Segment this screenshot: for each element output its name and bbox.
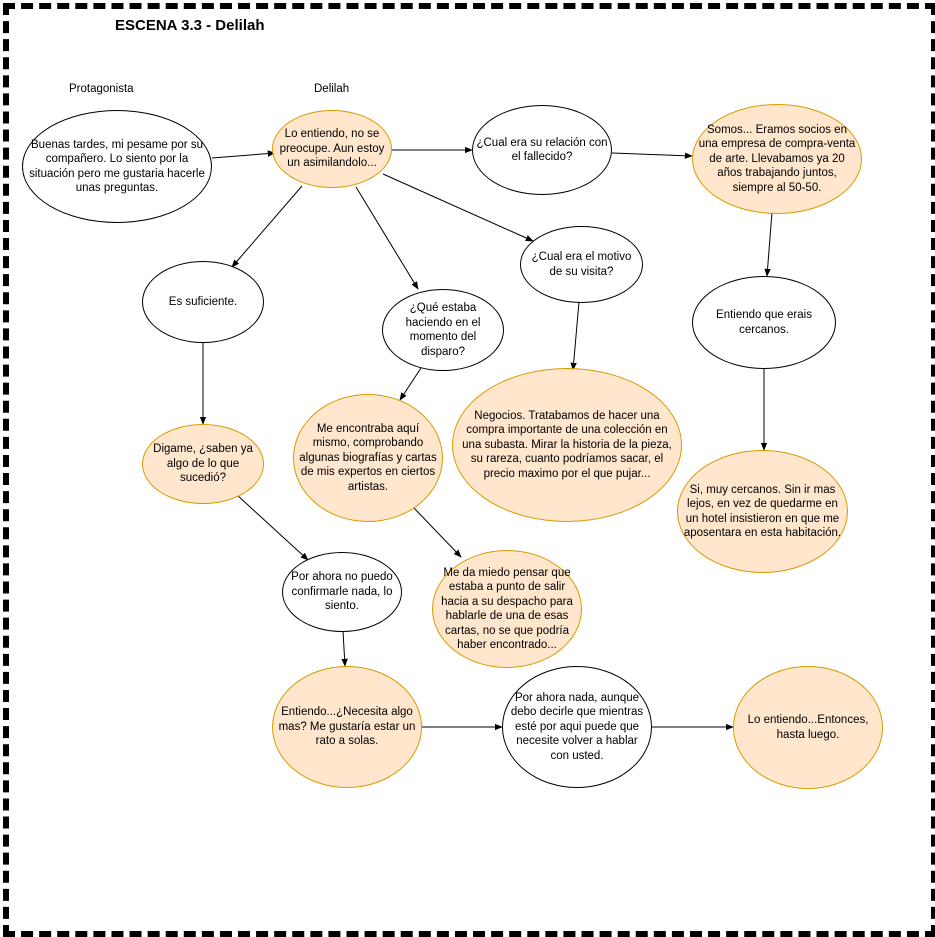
node-text: ¿Qué estaba haciendo en el momento del d… bbox=[405, 302, 481, 358]
edge-reply-to-visit-question bbox=[382, 173, 534, 242]
node-text: Entiendo que erais cercanos. bbox=[716, 309, 812, 336]
node-enough: Es suficiente. bbox=[142, 261, 264, 343]
node-goodbye: Lo entiendo...Entonces, hasta luego. bbox=[733, 666, 883, 789]
node-cannot-confirm: Por ahora no puedo confirmarle nada, lo … bbox=[282, 552, 402, 632]
node-nothing-for-now: Por ahora nada, aunque debo decirle que … bbox=[502, 666, 652, 788]
edge-visit-question-to-business bbox=[570, 301, 580, 371]
node-text: Por ahora nada, aunque debo decirle que … bbox=[510, 691, 644, 762]
edge-greeting-to-delilah-reply bbox=[211, 150, 276, 159]
edge-cannot-confirm-to-need-more bbox=[341, 630, 348, 667]
node-shot-question: ¿Qué estaba haciendo en el momento del d… bbox=[382, 289, 504, 371]
edge-relation-question-to-partners-answer bbox=[611, 152, 693, 159]
node-text: Si, muy cercanos. Sin ir mas lejos, en v… bbox=[683, 483, 842, 540]
edge-shot-question-to-checking-letters bbox=[399, 367, 422, 401]
protagonist-column-label: Protagonista bbox=[69, 83, 134, 95]
edge-ask-news-to-cannot-confirm bbox=[236, 494, 309, 561]
node-ask-news: Digame, ¿saben ya algo de lo que sucedió… bbox=[142, 424, 264, 504]
node-text: Por ahora no puedo confirmarle nada, lo … bbox=[291, 571, 393, 613]
node-partners-answer: Somos... Eramos socios en una empresa de… bbox=[692, 104, 862, 214]
node-text: Lo entiendo, no se preocupe. Aun estoy u… bbox=[279, 128, 385, 170]
node-text: Buenas tardes, mi pesame por su compañer… bbox=[29, 138, 205, 195]
node-need-more: Entiendo...¿Necesita algo mas? Me gustar… bbox=[272, 666, 422, 788]
node-business: Negocios. Tratabamos de hacer una compra… bbox=[452, 368, 682, 522]
diagram-title: ESCENA 3.3 - Delilah bbox=[115, 17, 265, 34]
node-text: Me encontraba aquí mismo, comprobando al… bbox=[299, 422, 437, 493]
node-text: ¿Cual era el motivo de su visita? bbox=[531, 251, 632, 278]
edge-reply-to-enough bbox=[231, 185, 303, 268]
node-fear-letters: Me da miedo pensar que estaba a punto de… bbox=[432, 550, 582, 668]
node-text: Somos... Eramos socios en una empresa de… bbox=[698, 123, 856, 194]
node-close-statement: Entiendo que erais cercanos. bbox=[692, 276, 836, 369]
edge-partners-answer-to-close bbox=[764, 211, 773, 277]
node-very-close: Si, muy cercanos. Sin ir mas lejos, en v… bbox=[677, 450, 848, 573]
node-text: Lo entiendo...Entonces, hasta luego. bbox=[747, 714, 869, 741]
edge-checking-letters-to-fear bbox=[413, 507, 462, 558]
node-visit-question: ¿Cual era el motivo de su visita? bbox=[520, 226, 643, 303]
edge-reply-to-shot-question bbox=[355, 186, 419, 290]
node-relation-question: ¿Cual era su relación con el fallecido? bbox=[472, 105, 612, 195]
node-text: Me da miedo pensar que estaba a punto de… bbox=[441, 566, 573, 652]
delilah-column-label: Delilah bbox=[314, 83, 350, 95]
node-text: Es suficiente. bbox=[168, 295, 238, 308]
node-text: Digame, ¿saben ya algo de lo que sucedió… bbox=[153, 443, 253, 485]
node-delilah-reply-understand: Lo entiendo, no se preocupe. Aun estoy u… bbox=[272, 110, 392, 188]
node-greeting: Buenas tardes, mi pesame por su compañer… bbox=[22, 110, 212, 223]
node-text: ¿Cual era su relación con el fallecido? bbox=[476, 136, 608, 164]
diagram-frame bbox=[3, 3, 935, 937]
node-text: Negocios. Tratabamos de hacer una compra… bbox=[462, 409, 672, 480]
node-text: Entiendo...¿Necesita algo mas? Me gustar… bbox=[278, 706, 416, 748]
node-checking-letters: Me encontraba aquí mismo, comprobando al… bbox=[293, 394, 443, 522]
